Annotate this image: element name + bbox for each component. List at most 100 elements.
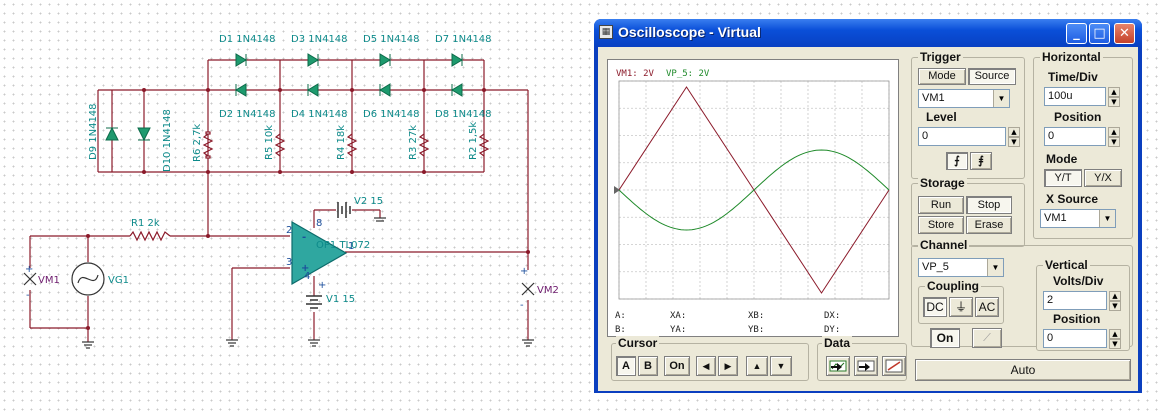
trigger-rising-edge-button[interactable]: ⨍ <box>946 152 968 170</box>
voltsdiv-field[interactable]: 2 <box>1043 291 1107 310</box>
spin-down-icon[interactable]: ▼ <box>1108 97 1120 107</box>
maximize-button[interactable]: □ <box>1089 23 1110 44</box>
readout-ya: YA: <box>670 325 687 335</box>
oscilloscope-window: ▦ Oscilloscope - Virtual _ □ ✕ VM1: 2V V… <box>594 19 1142 393</box>
trigger-title: Trigger <box>918 50 963 64</box>
spin-down-icon[interactable]: ▼ <box>1108 137 1120 147</box>
spin-up-icon[interactable]: ▲ <box>1008 127 1020 137</box>
legend-ch1: VM1: 2V <box>616 69 654 79</box>
ground-coupling-button[interactable]: ⏚ <box>949 297 973 317</box>
h-position-label: Position <box>1054 110 1102 124</box>
spin-up-icon[interactable]: ▲ <box>1109 329 1121 339</box>
readout-yb: YB: <box>748 325 765 335</box>
legend-ch2: VP_5: 2V <box>666 69 710 79</box>
xsource-value: VM1 <box>1044 212 1067 224</box>
readout-xb: XB: <box>748 311 765 321</box>
auto-button[interactable]: Auto <box>915 359 1131 381</box>
erase-button[interactable]: Erase <box>966 216 1012 234</box>
svg-text:+: + <box>318 280 326 291</box>
trigger-level-value: 0 <box>922 130 929 142</box>
svg-text:R3 27k: R3 27k <box>408 125 419 160</box>
svg-text:D10 1N4148: D10 1N4148 <box>162 109 173 172</box>
cursor-a-button[interactable]: A <box>616 356 636 376</box>
ac-coupling-button[interactable]: AC <box>975 297 999 317</box>
svg-text:R6 2,7k: R6 2,7k <box>192 124 203 162</box>
trigger-group: Trigger Mode Source VM1 ▼ Level 0 ▲ ▼ ⨍ … <box>911 50 1025 179</box>
svg-text:-: - <box>26 290 30 301</box>
chevron-down-icon[interactable]: ▼ <box>1099 210 1115 227</box>
oscilloscope-client-area: VM1: 2V VP_5: 2V A: B: XA: YA: XB: YB: D… <box>598 47 1138 391</box>
channel-value: VP_5 <box>922 261 949 273</box>
timediv-field[interactable]: 100u <box>1044 87 1106 106</box>
trigger-source-select[interactable]: VM1 ▼ <box>918 89 1010 108</box>
readout-dx: DX: <box>824 311 841 321</box>
minimize-button[interactable]: _ <box>1066 23 1087 44</box>
oscilloscope-app-icon[interactable]: ▦ <box>599 25 613 39</box>
spin-up-icon[interactable]: ▲ <box>1109 291 1121 301</box>
timediv-value: 100u <box>1048 90 1073 102</box>
store-button[interactable]: Store <box>918 216 964 234</box>
svg-text:D2 1N4148: D2 1N4148 <box>219 109 276 120</box>
svg-text:R5 10k: R5 10k <box>264 125 275 160</box>
trigger-marker <box>614 186 620 194</box>
readout-a: A: <box>615 311 626 321</box>
cursor-down-icon[interactable]: ▼ <box>770 356 792 376</box>
svg-text:D6 1N4148: D6 1N4148 <box>363 109 420 120</box>
cursor-on-button[interactable]: On <box>664 356 690 376</box>
svg-text:R4 18k: R4 18k <box>336 125 347 160</box>
cursor-b-button[interactable]: B <box>638 356 658 376</box>
cursor-right-icon[interactable]: ▶ <box>718 356 738 376</box>
yx-mode-button[interactable]: Y/X <box>1084 169 1122 187</box>
chart-icon[interactable] <box>882 356 906 376</box>
cursor-up-icon[interactable]: ▲ <box>746 356 768 376</box>
vertical-title: Vertical <box>1043 258 1090 272</box>
readout-xa: XA: <box>670 311 687 321</box>
spin-down-icon[interactable]: ▼ <box>1109 301 1121 311</box>
chevron-down-icon[interactable]: ▼ <box>993 90 1009 107</box>
timediv-label: Time/Div <box>1048 70 1098 84</box>
spin-up-icon[interactable]: ▲ <box>1108 127 1120 137</box>
channel-title: Channel <box>918 238 970 252</box>
close-button[interactable]: ✕ <box>1114 23 1135 44</box>
xsource-select[interactable]: VM1 ▼ <box>1040 209 1116 228</box>
export-data-icon[interactable] <box>854 356 878 376</box>
probe-icon[interactable]: ⟋ <box>972 328 1002 348</box>
trigger-mode-button[interactable]: Mode <box>918 68 966 85</box>
v-position-field[interactable]: 0 <box>1043 329 1107 348</box>
scope-plot <box>614 80 890 300</box>
export-image-icon[interactable] <box>826 356 850 376</box>
channel-select[interactable]: VP_5 ▼ <box>918 258 1004 277</box>
title-bar[interactable]: ▦ Oscilloscope - Virtual _ □ ✕ <box>594 19 1142 47</box>
run-button[interactable]: Run <box>918 196 964 214</box>
h-position-field[interactable]: 0 <box>1044 127 1106 146</box>
spin-up-icon[interactable]: ▲ <box>1108 87 1120 97</box>
window-title: Oscilloscope - Virtual <box>618 24 761 40</box>
coupling-group: Coupling DC ⏚ AC <box>918 279 1004 324</box>
stop-button[interactable]: Stop <box>966 196 1012 214</box>
spin-down-icon[interactable]: ▼ <box>1008 137 1020 147</box>
svg-text:-: - <box>520 300 524 311</box>
data-title: Data <box>822 336 853 350</box>
h-mode-label: Mode <box>1046 152 1078 166</box>
svg-text:4: 4 <box>304 271 310 282</box>
vertical-group: Vertical Volts/Div 2 ▲ ▼ Position 0 ▲ ▼ <box>1036 258 1130 351</box>
scope-display[interactable]: VM1: 2V VP_5: 2V A: B: XA: YA: XB: YB: D… <box>607 59 899 337</box>
yt-mode-button[interactable]: Y/T <box>1044 169 1082 187</box>
trigger-level-field[interactable]: 0 <box>918 127 1006 146</box>
chevron-down-icon[interactable]: ▼ <box>987 259 1003 276</box>
dc-coupling-button[interactable]: DC <box>923 297 947 317</box>
storage-title: Storage <box>918 176 967 190</box>
xsource-label: X Source <box>1046 192 1099 206</box>
v-position-value: 0 <box>1047 332 1054 344</box>
trigger-falling-edge-button[interactable]: ⨎ <box>970 152 992 170</box>
trigger-source-value: VM1 <box>922 92 945 104</box>
vm2-label: VM2 <box>537 285 559 296</box>
cursor-title: Cursor <box>616 336 660 350</box>
ch2-trace <box>618 149 890 231</box>
trigger-level-label: Level <box>926 110 957 124</box>
spin-down-icon[interactable]: ▼ <box>1109 339 1121 349</box>
channel-on-button[interactable]: On <box>930 328 960 348</box>
trigger-source-button[interactable]: Source <box>968 68 1016 85</box>
cursor-left-icon[interactable]: ◀ <box>696 356 716 376</box>
svg-text:D9 1N4148: D9 1N4148 <box>88 103 99 160</box>
